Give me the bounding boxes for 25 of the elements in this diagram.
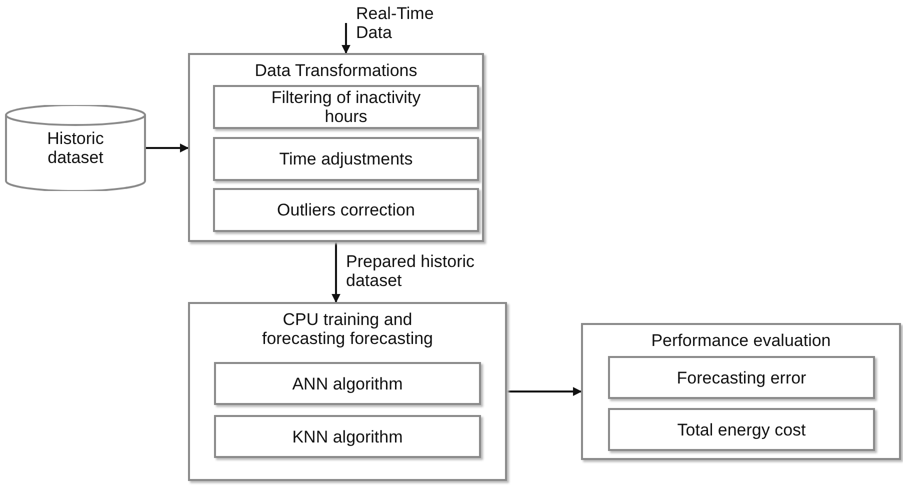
arrow <box>507 387 582 396</box>
node-label: Historic dataset <box>46 129 105 167</box>
process-box <box>608 356 875 399</box>
node-label: KNN algorithm <box>291 427 404 446</box>
node-label: Outliers correction <box>276 200 416 220</box>
group-box <box>188 302 507 481</box>
group-title: CPU training and forecasting forecasting <box>260 310 434 348</box>
node-label: Time adjustments <box>278 150 414 168</box>
node-label: Filtering of inactivity hours <box>270 88 422 126</box>
process-box <box>213 85 479 129</box>
group-box <box>581 323 901 460</box>
node-label: Total energy cost <box>676 420 807 439</box>
arrow <box>146 144 189 152</box>
process-box <box>213 188 479 232</box>
process-box <box>214 362 481 405</box>
node-label: Forecasting error <box>676 368 808 387</box>
node-label: ANN algorithm <box>291 374 404 393</box>
arrow <box>332 242 340 303</box>
process-box <box>608 408 875 451</box>
group-title: Data Transformations <box>254 61 418 80</box>
process-box <box>213 137 479 181</box>
arrow <box>342 23 350 54</box>
group-box <box>188 53 484 242</box>
group-title: Performance evaluation <box>650 331 832 350</box>
process-box <box>214 415 481 458</box>
